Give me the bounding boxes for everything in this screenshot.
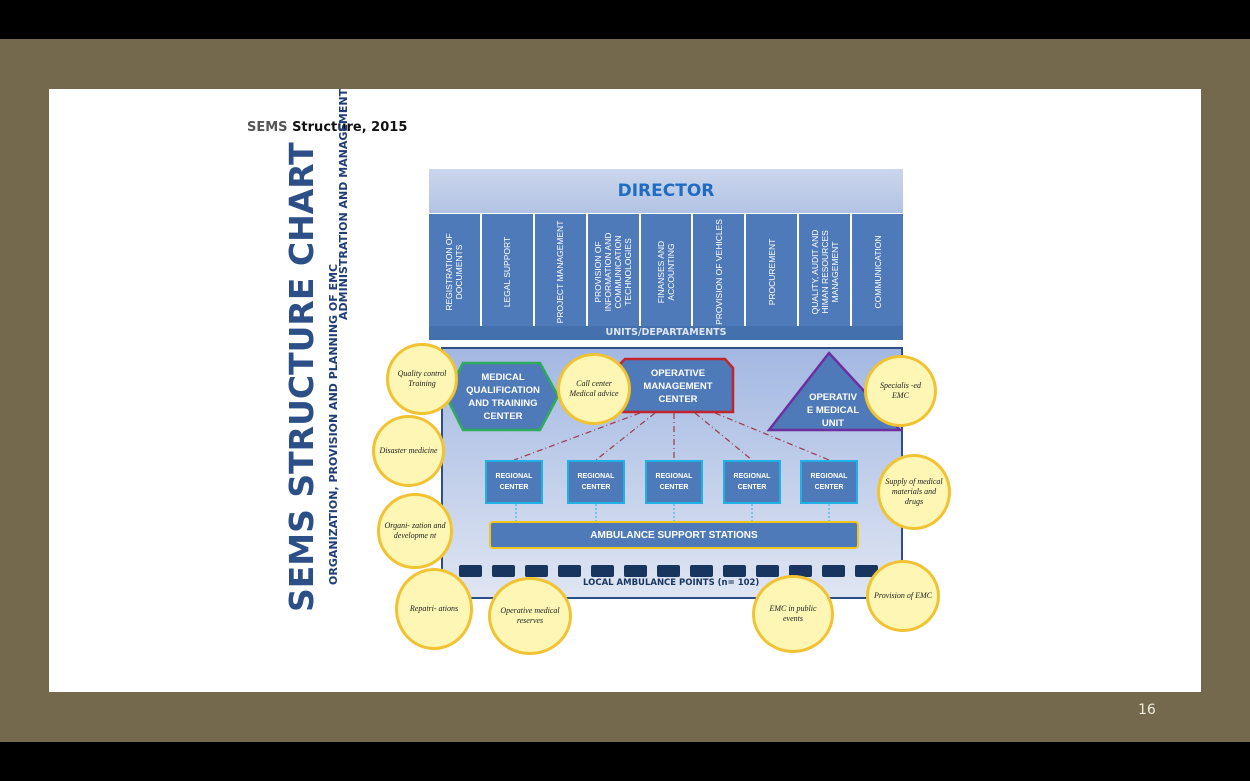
dept-box: PROJECT MANAGEMENT [534, 214, 588, 330]
title-rest: Structure, 2015 [287, 120, 408, 135]
section-org-label: ORGANIZATION, PROVISION AND PLANNING OF … [327, 263, 340, 585]
dept-label: PROCUREMENT [766, 238, 777, 306]
director-box: DIRECTOR [429, 169, 903, 213]
ambulance-point-marker [723, 565, 746, 577]
title-sems: SEMS [247, 120, 288, 135]
local-ambulance-points-label: LOCAL AMBULANCE POINTS (n= 102) [583, 578, 760, 588]
ambulance-point-marker [756, 565, 779, 577]
dept-box: QUALITY, AUDIT AND HIMAN RESOURCES MANAG… [799, 214, 853, 330]
regional-center: REGIONAL CENTER [645, 460, 703, 504]
dept-label: FINANSES AND ACCOUNTING [656, 240, 676, 304]
ambulance-point-marker [624, 565, 647, 577]
dept-label: REGISTRATION OF DOCUMENTS [444, 233, 465, 311]
function-circle-public-events: EMC in public events [752, 575, 834, 653]
dept-label: COMMUNICATION [872, 235, 883, 309]
operative-unit-label: OPERATIV E MEDICAL UNIT [806, 392, 860, 429]
function-circle-provision: Provision of EMC [866, 560, 940, 632]
ambulance-point-marker [558, 565, 581, 577]
local-ambulance-points-row [459, 565, 879, 577]
dept-box: PROCUREMENT [746, 214, 800, 330]
ambulance-point-marker [591, 565, 614, 577]
dept-box: LEGAL SUPPORT [481, 214, 535, 330]
chart-main-title: SEMS STRUCTURE CHART [282, 142, 321, 612]
regional-center: REGIONAL CENTER [485, 460, 543, 504]
dept-label: LEGAL SUPPORT [502, 236, 513, 308]
function-circle-organization: Organi- zation and developme nt [377, 493, 453, 569]
dept-box: REGISTRATION OF DOCUMENTS [429, 214, 482, 330]
ambulance-point-marker [492, 565, 515, 577]
section-admin-label: ADMINISTRATION AND MANAGEMENT [337, 88, 350, 320]
function-circle-quality: Quality control Training [386, 343, 458, 415]
ambulance-point-marker [789, 565, 812, 577]
units-bar: UNITS/DEPARTAMENTS [429, 326, 903, 340]
regional-center: REGIONAL CENTER [723, 460, 781, 504]
training-center-label: MEDICAL QUALIFICATION AND TRAINING CENTE… [466, 372, 540, 422]
dept-box: PROVISION OF VEHICLES [693, 214, 747, 330]
dept-label: PROVISION OF INFORMATION AND COMMUNICATI… [593, 232, 634, 312]
regional-center: REGIONAL CENTER [800, 460, 858, 504]
dept-box: PROVISION OF INFORMATION AND COMMUNICATI… [587, 214, 641, 330]
function-circle-specialised: Specialis -ed EMC [864, 355, 937, 427]
function-circle-repatriations: Repatri- ations [395, 568, 473, 650]
dept-box: FINANSES AND ACCOUNTING [640, 214, 694, 330]
dept-box: COMMUNICATION [852, 214, 904, 330]
function-circle-reserves: Operative medical reserves [488, 577, 572, 655]
dept-label: QUALITY, AUDIT AND HIMAN RESOURCES MANAG… [809, 229, 840, 315]
function-circle-disaster: Disaster medicine [372, 415, 445, 487]
ambulance-point-marker [822, 565, 845, 577]
dept-label: PROVISION OF VEHICLES [713, 219, 724, 325]
page-number: 16 [1138, 702, 1156, 718]
function-circle-call-center: Call center Medical advice [557, 353, 631, 425]
omc-label: OPERATIVE MANAGEMENT CENTER [643, 368, 713, 405]
function-circle-supply: Supply of medical materials and drugs [877, 454, 951, 530]
ambulance-support-stations: AMBULANCE SUPPORT STATIONS [489, 521, 859, 549]
ambulance-point-marker [459, 565, 482, 577]
ambulance-point-marker [525, 565, 548, 577]
slide-title: SEMS Structure, 2015 [247, 120, 407, 135]
dept-label: PROJECT MANAGEMENT [555, 220, 566, 324]
departments-row: REGISTRATION OF DOCUMENTS LEGAL SUPPORT … [429, 214, 904, 330]
regional-center: REGIONAL CENTER [567, 460, 625, 504]
ambulance-point-marker [690, 565, 713, 577]
ambulance-point-marker [657, 565, 680, 577]
